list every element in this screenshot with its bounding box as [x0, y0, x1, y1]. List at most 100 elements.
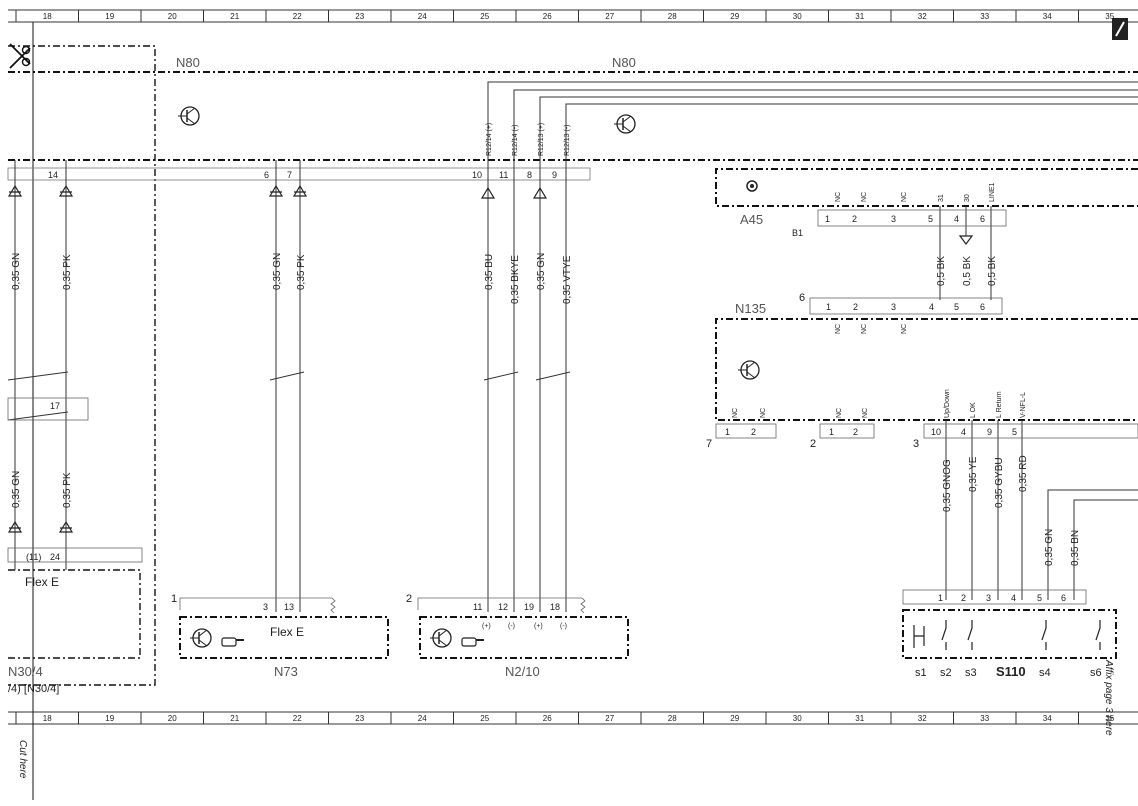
hand-pointer-icon	[221, 637, 244, 647]
wire-bu: 0,35 BU	[484, 254, 495, 290]
ruler-top-number: 31	[855, 12, 864, 21]
wire-bkye: 0,35 BKYE	[510, 255, 521, 304]
ruler-bottom-number: 23	[355, 714, 364, 723]
s110-label: S110	[996, 664, 1026, 679]
n135-conn2-num-0: 1	[829, 427, 834, 437]
ruler-top-number: 25	[480, 12, 489, 21]
n2-10-connector: 2 11 12 19 18 (+) (-) (+) (-)	[406, 593, 586, 630]
n135-conn3-num-3: 5	[1012, 427, 1017, 437]
ruler-top-number: 21	[230, 12, 239, 21]
n80-bus-lines	[487, 81, 1138, 160]
ruler-bottom-number: 27	[605, 714, 614, 723]
module-frames	[8, 45, 1138, 686]
ruler-top-number: 33	[980, 12, 989, 21]
connector-symbols	[7, 184, 974, 533]
n135-conn6-num-4: 5	[954, 302, 959, 312]
n135-conn6-id: 6	[799, 292, 805, 304]
n2-10-pin-2: 19	[524, 602, 534, 612]
left-pin-11: (11)	[26, 552, 41, 562]
n135-conn6-num-2: 3	[891, 302, 896, 312]
n2-10-pin-3: 18	[550, 602, 560, 612]
n30-4-label: N30/4	[8, 664, 43, 679]
ruler-bottom-number: 18	[43, 714, 52, 723]
s110-pin-0: 1	[938, 593, 943, 603]
n135-conn3-label-1: L OK	[970, 402, 977, 418]
a45-pin-label-4: 30	[964, 194, 971, 202]
b1-label: B1	[792, 228, 803, 238]
n80-left-label: N80	[176, 55, 200, 70]
n135-conn2-label-1: NC	[862, 408, 869, 418]
wire-gybu: 0,35 GYBU	[994, 457, 1005, 508]
ruler-bottom-number: 35	[1105, 714, 1114, 723]
ruler-bottom-number: 21	[230, 714, 239, 723]
n135-connector-6: 6 1 2 3 4 5 6 NC NC NC	[799, 292, 1003, 334]
speaker-icon	[746, 180, 758, 192]
n80-pin-11: 11	[499, 170, 508, 180]
a45-pin-num-3: 5	[928, 214, 933, 224]
wire-c22-gn: 0,35 GN	[272, 253, 283, 290]
n135-conn6-label-2: NC	[901, 324, 908, 334]
n135-conn7-id: 7	[706, 438, 712, 450]
n2-10-label: N2/10	[505, 664, 540, 679]
vertical-wires	[14, 160, 1138, 612]
ruler-top-number: 29	[730, 12, 739, 21]
a45-pin-num-5: 6	[980, 214, 985, 224]
n135-connector-3: 3 Up/Down L OK L Return V-NFL-L 10 4 9 5	[913, 389, 1138, 450]
n80-pin-10: 10	[472, 170, 482, 180]
a45-label: A45	[740, 212, 763, 227]
wire-s-gn: 0,35 GN	[1044, 529, 1055, 566]
n80-pin-14: 14	[48, 170, 58, 180]
a45-pin-num-4: 4	[954, 214, 959, 224]
wire-gnog: 0,35 GNOG	[942, 459, 953, 512]
wire-a45-bk-1: 0,5 BK	[936, 256, 947, 286]
ruler-top-number: 32	[918, 12, 927, 21]
n135-conn7-label-0: NC	[732, 408, 739, 418]
transistor-icon	[190, 628, 212, 648]
flex-e-left-label: Flex E	[25, 575, 59, 589]
a45-pin-num-0: 1	[825, 214, 830, 224]
n73-pin-1: 13	[284, 602, 294, 612]
n135-connector-7: 7 NC NC 1 2	[706, 408, 777, 450]
a45-connector: NC NC NC 31 30 LINE1 1 2 3 5 4 6	[817, 182, 1007, 227]
n135-connector-2: 2 NC NC 1 2	[810, 408, 875, 450]
n2-10-pin-0: 11	[473, 602, 482, 612]
ruler-bottom-number: 26	[543, 714, 552, 723]
n135-conn7-num-1: 2	[751, 427, 756, 437]
s110-switch-s2: s2	[940, 667, 952, 679]
a45-pin-label-5: LINE1	[989, 182, 996, 202]
ruler-bottom-number: 28	[668, 714, 677, 723]
ruler-top-number: 35	[1105, 12, 1114, 21]
s110-pin-2: 3	[986, 593, 991, 603]
a45-pin-label-2: NC	[901, 192, 908, 202]
n135-conn3-label-0: Up/Down	[944, 389, 951, 418]
n80-pin-9: 9	[552, 170, 557, 180]
ruler-bottom-number: 24	[418, 714, 427, 723]
break-marks	[7, 371, 571, 563]
n80-signal-2: R12/13 (+)	[538, 123, 545, 156]
pencil-icon	[1112, 18, 1128, 40]
ruler-bottom-number: 22	[293, 714, 302, 723]
n80-pin-6: 6	[264, 170, 269, 180]
ruler-top-number: 23	[355, 12, 364, 21]
hand-pointer-icon	[461, 637, 484, 647]
ruler-bottom-number: 32	[918, 714, 927, 723]
a45-pin-label-1: NC	[861, 192, 868, 202]
n135-conn2-id: 2	[810, 438, 816, 450]
transistor-icon	[614, 114, 636, 134]
s110-switch-block: 1 2 3 4 5 6 s1 s2 s3 s4 s6	[902, 589, 1102, 679]
s110-pin-4: 5	[1037, 593, 1042, 603]
ruler-bottom-number: 34	[1043, 714, 1052, 723]
left-pin-24: 24	[50, 552, 60, 562]
wire-s-bn: 0,35 BN	[1070, 530, 1081, 566]
s110-pin-5: 6	[1061, 593, 1066, 603]
n80-connector-strip: 14 6 7 10 11 8 9	[7, 167, 591, 181]
wire-a45-bk-2: 0,5 BK	[962, 256, 973, 286]
n80-pin-8: 8	[527, 170, 532, 180]
a45-pin-label-0: NC	[835, 192, 842, 202]
s110-switch-s3: s3	[965, 667, 977, 679]
wire-c22-pk: 0,35 PK	[296, 254, 307, 290]
n73-connector: 1 3 13	[171, 593, 336, 614]
n135-conn3-label-3: V-NFL-L	[1020, 392, 1027, 418]
